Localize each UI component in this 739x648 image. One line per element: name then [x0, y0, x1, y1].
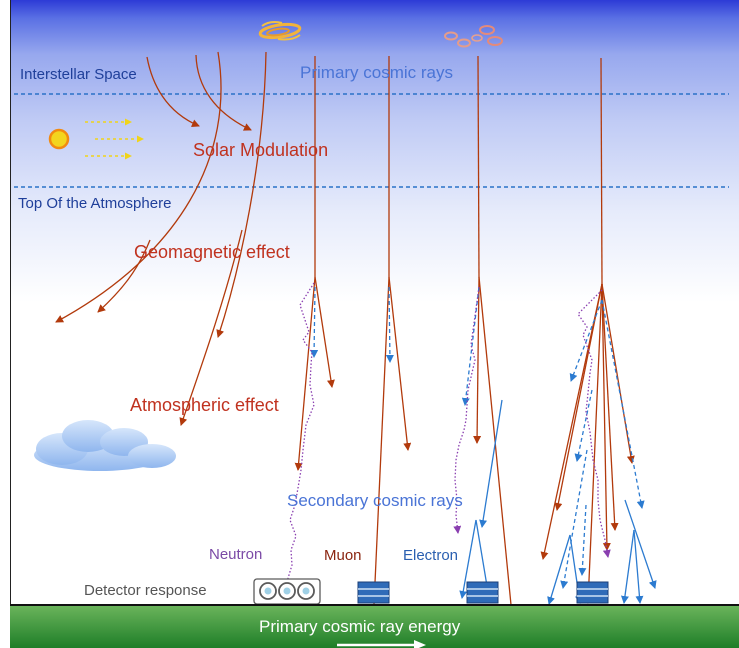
- geomagnetic-effect-label: Geomagnetic effect: [134, 242, 290, 262]
- muon-label: Muon: [324, 547, 362, 564]
- electron-label: Electron: [403, 547, 459, 564]
- interstellar-space-label: Interstellar Space: [20, 66, 137, 83]
- primary-energy-label: Primary cosmic ray energy: [259, 617, 461, 636]
- muon-detector-icon: [357, 581, 390, 604]
- primary-cosmic-rays-label: Primary cosmic rays: [300, 63, 454, 82]
- solar-wind-arrows: [85, 118, 144, 160]
- ground: [10, 605, 739, 648]
- sky-background: [10, 0, 739, 605]
- neutron-detector-icon: [253, 578, 321, 605]
- sun-icon: [48, 128, 70, 150]
- cloud-icon: [34, 420, 176, 471]
- neutron-tracks: [283, 282, 611, 603]
- atmospheric-effect-label: Atmospheric effect: [130, 395, 279, 415]
- shower-detector-icon: [576, 581, 609, 604]
- primary-ray-tracks: [55, 51, 635, 648]
- solar-modulation-label: Solar Modulation: [193, 140, 329, 160]
- secondary-cosmic-rays-label: Secondary cosmic rays: [287, 491, 463, 510]
- neutron-label: Neutron: [209, 546, 263, 563]
- top-of-atmosphere-label: Top Of the Atmosphere: [18, 195, 172, 212]
- electron-detector-icon: [466, 581, 499, 604]
- electron-tracks: [310, 286, 657, 605]
- galaxy-cluster-icon: [444, 25, 503, 48]
- detector-response-label: Detector response: [84, 582, 207, 599]
- galaxy-icon: [258, 21, 302, 41]
- arrow-right-icon: [337, 640, 426, 648]
